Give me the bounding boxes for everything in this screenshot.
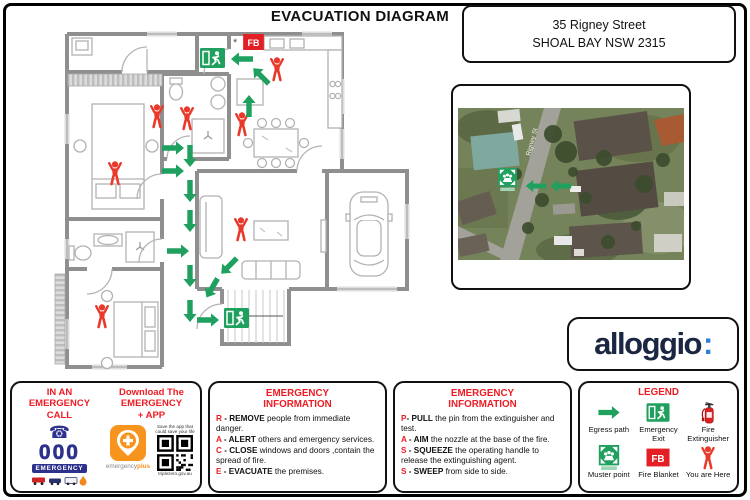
instruction-line: E - EVACUATE the premises. — [216, 466, 324, 476]
legend-box: LEGEND Egress path Emergency Exit Fire E… — [578, 381, 739, 493]
egress-arrow — [167, 244, 189, 258]
qr-caption-bottom: triplezero.gov.au — [158, 470, 192, 476]
aerial-map: Rigney St — [458, 108, 684, 260]
site-map-box: Rigney St — [451, 84, 691, 290]
address-line2: SHOAL BAY NSW 2315 — [532, 36, 666, 50]
egress-arrow — [183, 210, 197, 232]
instruction-line: A - ALERT others and emergency services. — [216, 434, 375, 444]
evacuation-floor-plan: * — [54, 31, 410, 370]
legend-item-label: Fire Blanket — [638, 469, 679, 479]
legend-item-label: You are Here — [685, 469, 731, 479]
legend-item-label: Egress path — [588, 425, 630, 435]
page-title: EVACUATION DIAGRAM — [270, 8, 450, 25]
instruction-line: S - SWEEP from side to side. — [401, 466, 508, 476]
furniture — [68, 35, 393, 370]
legend-item-label: Fire Extinguisher — [687, 425, 730, 443]
walls — [65, 32, 409, 369]
alloggio-logo-text: alloggio: — [594, 326, 713, 361]
egress-arrow — [183, 180, 197, 202]
person-marker — [269, 56, 285, 82]
qr-caption-top: Save the app that could save your life — [155, 424, 195, 435]
emergency-plus-wordmark: emergencyplus — [105, 463, 150, 471]
legend-item: Emergency Exit — [634, 400, 684, 443]
egress-arrow — [231, 52, 253, 66]
legend-item: Egress path — [584, 400, 634, 443]
person-marker — [179, 105, 195, 131]
instruction-line: A - AIM the nozzle at the base of the fi… — [401, 434, 550, 444]
door-arcs — [86, 46, 323, 330]
triple-zero-number: 000 — [38, 441, 80, 465]
emergency-vehicles-icons — [32, 476, 87, 487]
egress-arrow — [162, 164, 184, 178]
fire-blanket-marker — [243, 34, 264, 50]
legend-item: Fire Blanket — [634, 445, 684, 479]
legend-grid: Egress path Emergency Exit Fire Extingui… — [584, 400, 733, 479]
legend-item: You are Here — [683, 444, 733, 479]
legend-item-label: Muster point — [587, 469, 630, 479]
triple-zero-label: EMERGENCY — [31, 464, 88, 474]
phone-icon: ☎ — [48, 423, 71, 444]
verandah-strip — [67, 73, 163, 87]
person-marker — [94, 303, 110, 329]
deck-strip — [54, 273, 66, 365]
legend-item-label: Emergency Exit — [639, 425, 678, 443]
triple-zero-logo: ☎ 000 EMERGENCY — [31, 423, 88, 487]
emergency-exit-sign — [200, 48, 225, 68]
person-marker — [234, 111, 250, 137]
legend-item: Fire Extinguisher — [683, 400, 733, 443]
instruction-line: R - REMOVE people from immediate danger. — [216, 413, 351, 434]
address-line1: 35 Rigney Street — [552, 18, 646, 32]
race-instructions: R - REMOVE people from immediate danger.… — [216, 414, 379, 478]
trees — [510, 125, 670, 249]
alloggio-logo: alloggio: — [567, 317, 739, 371]
person-marker — [233, 216, 249, 242]
alloggio-logo-colon: : — [703, 326, 713, 361]
emergency-plus-app-icon — [109, 425, 146, 462]
instruction-line: P- PULL the pin from the extinguisher an… — [401, 413, 555, 434]
qr-code — [157, 434, 193, 471]
asterisk-marker: * — [233, 37, 238, 49]
pass-instructions: P- PULL the pin from the extinguisher an… — [401, 414, 564, 478]
egress-arrow — [183, 265, 197, 287]
instruction-line: C - CLOSE windows and doors ,contain the… — [216, 445, 375, 466]
instruction-line: S - SQUEEZE the operating handle to rele… — [401, 445, 539, 466]
emergency-exit-sign — [224, 308, 249, 328]
address-box: 35 Rigney Street SHOAL BAY NSW 2315 — [462, 5, 736, 63]
legend-item: Muster point — [584, 444, 634, 479]
legend-title: LEGEND — [638, 387, 679, 398]
egress-arrow — [183, 300, 197, 322]
